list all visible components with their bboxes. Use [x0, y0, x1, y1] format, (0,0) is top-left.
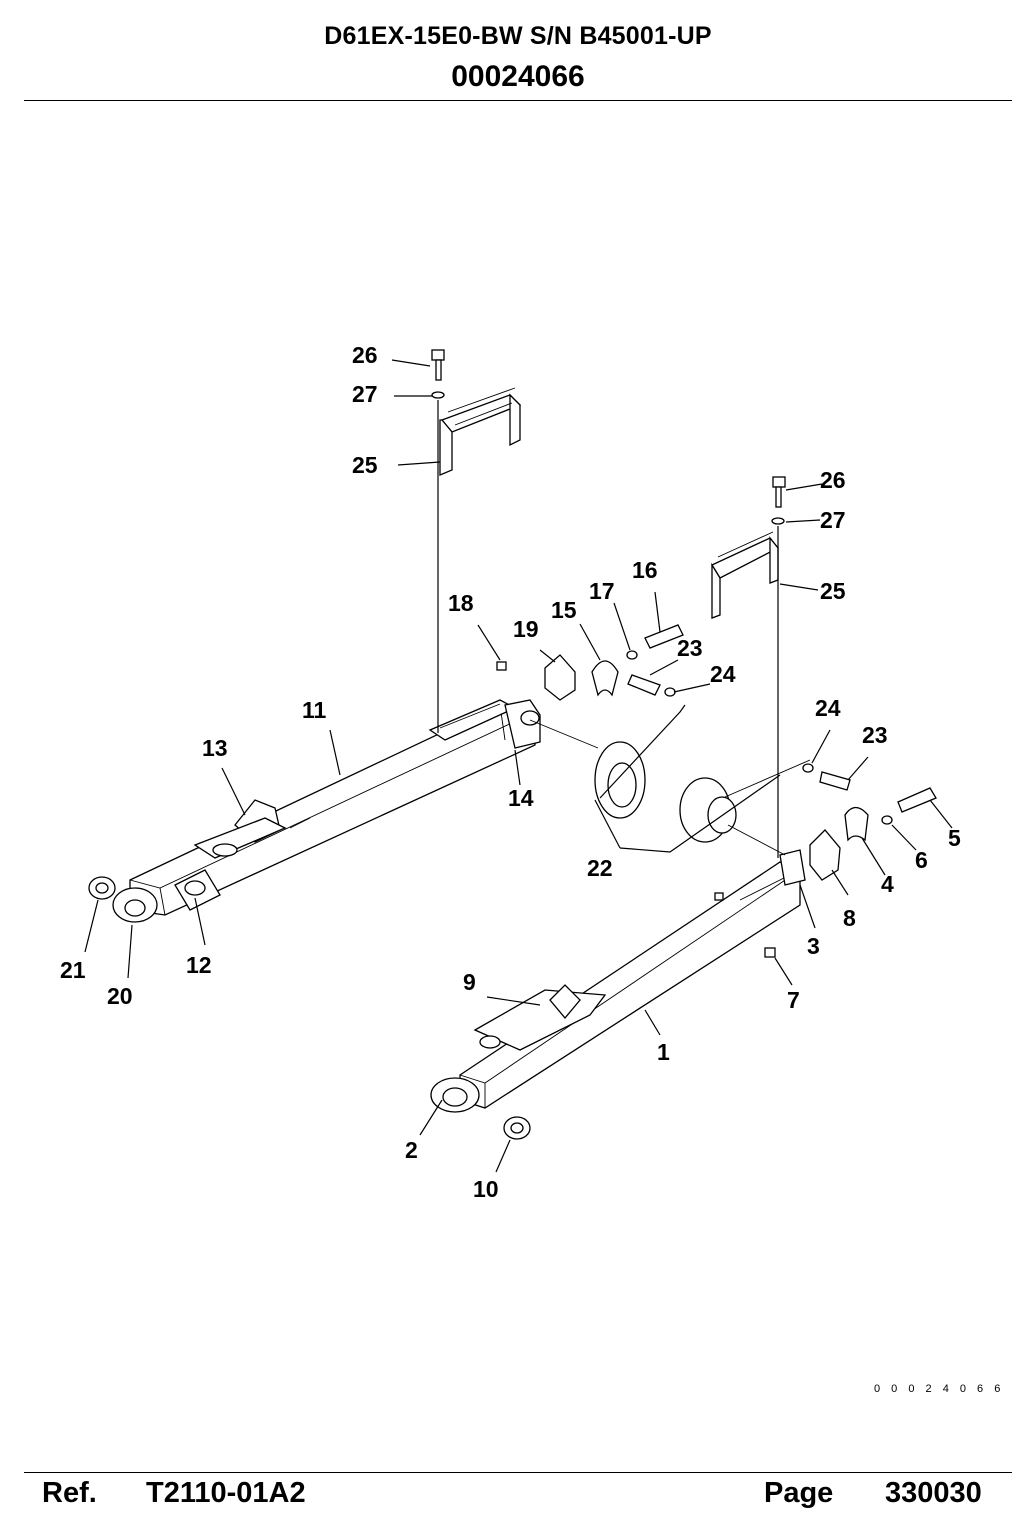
callout-23-right: 23	[862, 722, 888, 748]
callout-11: 11	[302, 697, 327, 723]
right-step-bracket-part	[711, 531, 780, 619]
callout-21: 21	[60, 957, 86, 983]
callout-25-right: 25	[820, 578, 846, 604]
callout-25-left: 25	[352, 452, 378, 478]
callout-17: 17	[589, 578, 615, 604]
washer-6-part	[881, 815, 893, 825]
callout-27-right: 27	[820, 507, 846, 533]
callout-16: 16	[632, 557, 658, 583]
cap-15-part	[591, 660, 619, 697]
callout-3: 3	[807, 933, 820, 959]
left-frame-part	[112, 699, 541, 923]
page-value: 330030	[885, 1477, 982, 1509]
callout-23: 23	[677, 635, 703, 661]
callout-26-left: 26	[352, 342, 378, 368]
right-frame-part	[430, 849, 806, 1113]
callout-15: 15	[551, 597, 577, 623]
washer-24-part	[664, 687, 676, 697]
callout-5: 5	[948, 825, 961, 851]
callout-26-right: 26	[820, 467, 846, 493]
bolt-23-part	[627, 674, 661, 696]
washer-27-part	[431, 391, 445, 399]
washer-24-right-part	[802, 763, 814, 773]
ref-value: T2110-01A2	[146, 1477, 306, 1509]
callout-24: 24	[710, 661, 736, 687]
ref-label: Ref.	[42, 1477, 97, 1509]
callout-8: 8	[843, 905, 856, 931]
nut-18-part	[496, 661, 507, 671]
callout-1: 1	[657, 1039, 670, 1065]
footer-divider	[24, 1472, 1012, 1473]
model-title: D61EX-15E0-BW S/N B45001-UP	[324, 22, 712, 50]
callout-20: 20	[107, 983, 133, 1009]
left-step-bracket-part	[439, 387, 522, 476]
header-divider	[24, 100, 1012, 101]
bolt-5-part	[897, 787, 937, 813]
illustration-id: 0 0 0 2 4 0 6 6	[874, 1383, 1005, 1395]
callout-4: 4	[881, 871, 894, 897]
callout-14: 14	[508, 785, 534, 811]
callout-6: 6	[915, 847, 928, 873]
plate-8-part	[809, 829, 841, 881]
callout-labels: 26 27 25 26 27 25 18 19 15 17 16 23 24 1…	[60, 342, 961, 1202]
callout-7: 7	[787, 987, 800, 1013]
washer-17-part	[626, 650, 638, 660]
plate-19-part	[544, 654, 576, 701]
callout-9: 9	[463, 969, 476, 995]
callout-22: 22	[587, 855, 613, 881]
callout-12: 12	[186, 952, 212, 978]
cap-4-part	[844, 806, 869, 842]
page-label: Page	[764, 1477, 834, 1509]
pivot-shaft-22-part	[594, 741, 737, 843]
bolt-26-part	[431, 349, 445, 361]
callout-2: 2	[405, 1137, 418, 1163]
bolt-26-right-part	[772, 476, 786, 488]
callout-24-right: 24	[815, 695, 841, 721]
document-number: 00024066	[451, 60, 585, 93]
callout-10: 10	[473, 1176, 499, 1202]
callout-19: 19	[513, 616, 539, 642]
callout-13: 13	[202, 735, 228, 761]
bolt-16-part	[644, 624, 684, 649]
washer-27-right-part	[771, 517, 785, 525]
callout-27-left: 27	[352, 381, 378, 407]
callout-18: 18	[448, 590, 474, 616]
leader-lines	[84, 359, 953, 1173]
nut-7-part	[764, 947, 776, 958]
bolt-23-right-part	[819, 771, 851, 791]
